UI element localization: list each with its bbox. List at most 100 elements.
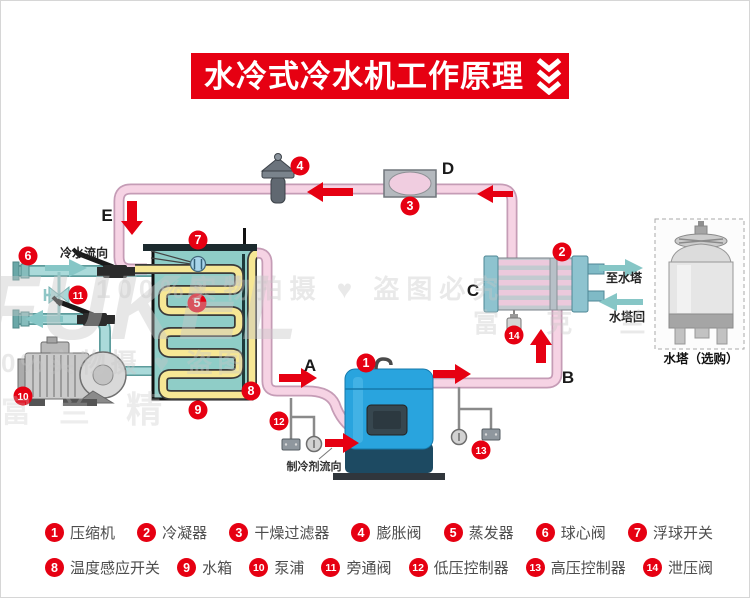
diagram-label: 水塔回 (609, 309, 645, 324)
refrigerant-flow-arrows (121, 182, 552, 453)
legend-label: 温度感应开关 (70, 560, 161, 577)
ball-valve-bottom (51, 295, 115, 326)
legend-badge: 2 (137, 523, 157, 542)
marker-1: 1 (356, 353, 376, 373)
evaporator-coil (135, 248, 260, 400)
legend-label: 低压控制器 (433, 560, 509, 577)
arrow-right-a (279, 368, 317, 388)
svg-text:13: 13 (475, 446, 487, 457)
legend-item-2: 2 冷凝器 (137, 522, 207, 543)
legend-label: 膨胀阀 (376, 525, 422, 542)
svg-text:9: 9 (195, 403, 202, 417)
legend-label: 压缩机 (70, 525, 116, 542)
legend-item-14: 14 泄压阀 (642, 557, 713, 578)
arrow-right-cold-water (45, 259, 87, 277)
high-pressure-controller (450, 387, 501, 446)
svg-text:1: 1 (363, 356, 370, 370)
legend-badge: 7 (627, 523, 647, 542)
ball-valve-top (71, 247, 135, 278)
legend-badge: 14 (642, 558, 662, 577)
legend-badge: 12 (408, 558, 428, 577)
legend-label: 旁通阀 (346, 560, 392, 577)
arrow-up-b (530, 329, 552, 363)
marker-9: 9 (188, 400, 208, 420)
chevron-down-icon (536, 58, 562, 95)
svg-text:10: 10 (17, 392, 29, 403)
page-title: 水冷式冷水机工作原理 (204, 58, 524, 94)
legend-label: 浮球开关 (652, 525, 713, 542)
legend-item-6: 6 球心阀 (535, 522, 606, 543)
svg-text:2: 2 (559, 245, 566, 259)
diagram-label: 至水塔 (606, 270, 643, 285)
svg-text:7: 7 (195, 233, 202, 247)
legend-badge: 3 (229, 523, 249, 542)
arrow-down-e (121, 201, 143, 235)
legend-badge: 6 (535, 523, 555, 542)
suction-line (256, 247, 368, 442)
svg-text:14: 14 (508, 331, 520, 342)
legend-label: 泄压阀 (667, 560, 713, 577)
arrow-left-top-right (477, 185, 513, 203)
legend-badge: 8 (45, 558, 64, 577)
svg-text:3: 3 (407, 199, 414, 213)
filter-drier (383, 169, 437, 198)
arrow-left-tower-return (599, 293, 643, 311)
arrow-right-to-tower (599, 259, 643, 277)
marker-11: 11 (68, 285, 88, 305)
marker-12: 12 (269, 411, 289, 431)
low-pressure-controller (281, 398, 323, 453)
marker-5: 5 (187, 293, 207, 313)
pipe-letter-C: C (467, 281, 479, 300)
svg-text:6: 6 (25, 249, 32, 263)
cooling-tower (654, 218, 745, 350)
compressor (333, 357, 445, 480)
marker-14: 14 (504, 325, 524, 345)
marker-6: 6 (18, 246, 38, 266)
legend-item-7: 7 浮球开关 (627, 522, 713, 543)
legend-badge: 9 (177, 558, 197, 577)
label-leader-line (318, 447, 333, 460)
diagram-label: 制冷剂流向 (287, 459, 342, 473)
diagram-label: 冷水流向 (60, 245, 108, 260)
marker-3: 3 (400, 196, 420, 216)
arrow-right-inlet (325, 433, 359, 453)
legend-item-3: 3 干燥过滤器 (229, 522, 329, 543)
marker-7: 7 (188, 230, 208, 250)
legend-item-10: 10 泵浦 (249, 557, 304, 578)
legend-item-4: 4 膨胀阀 (351, 522, 421, 543)
legend-label: 水箱 (202, 560, 233, 577)
legend-label: 干燥过滤器 (254, 525, 330, 542)
legend-badge: 4 (351, 523, 371, 542)
legend-badge: 11 (321, 558, 341, 577)
legend-item-11: 11 旁通阀 (321, 557, 391, 578)
legend-label: 泵浦 (274, 560, 305, 577)
legend-badge: 1 (45, 523, 64, 542)
water-flow-arrows (25, 259, 643, 328)
marker-10: 10 (13, 386, 33, 406)
pipe-letter-E: E (101, 206, 112, 225)
pipe-letter-D: D (442, 159, 454, 178)
marker-8: 8 (241, 381, 261, 401)
legend-item-9: 9 水箱 (177, 557, 232, 578)
condenser (483, 255, 605, 313)
arrow-left-pump-out (25, 310, 63, 328)
arrow-right-discharge (433, 364, 471, 384)
legend-badge: 13 (525, 558, 545, 577)
svg-text:5: 5 (194, 296, 201, 310)
legend-label: 蒸发器 (468, 525, 514, 542)
pipe-letter-A: A (304, 356, 316, 375)
svg-text:12: 12 (273, 417, 285, 428)
legend-item-8: 8 温度感应开关 (45, 557, 160, 578)
pump (17, 336, 127, 406)
legend-label: 冷凝器 (162, 525, 208, 542)
legend-badge: 10 (249, 558, 269, 577)
legend-label: 球心阀 (560, 525, 606, 542)
